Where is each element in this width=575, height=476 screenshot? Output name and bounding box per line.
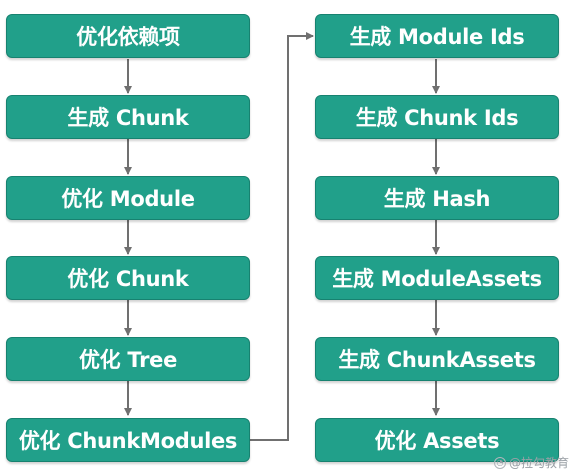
step-create-moduleassets: 生成 ModuleAssets (315, 256, 559, 300)
step-create-chunk-ids: 生成 Chunk Ids (315, 95, 559, 139)
watermark: ◔ @拉勾教育 (493, 454, 569, 471)
step-create-module-ids: 生成 Module Ids (315, 14, 559, 58)
lagou-logo-icon: ◔ (493, 456, 506, 469)
arrow-connector (250, 32, 314, 441)
step-optimize-tree: 优化 Tree (6, 337, 250, 381)
step-optimize-module: 优化 Module (6, 176, 250, 220)
step-optimize-chunkmodules: 优化 ChunkModules (6, 418, 250, 462)
step-create-hash: 生成 Hash (315, 176, 559, 220)
step-optimize-dependencies: 优化依赖项 (6, 14, 250, 58)
step-create-chunk: 生成 Chunk (6, 95, 250, 139)
step-optimize-chunk: 优化 Chunk (6, 256, 250, 300)
step-create-chunkassets: 生成 ChunkAssets (315, 337, 559, 381)
step-optimize-assets: 优化 Assets (315, 418, 559, 462)
watermark-text: @拉勾教育 (508, 456, 569, 470)
